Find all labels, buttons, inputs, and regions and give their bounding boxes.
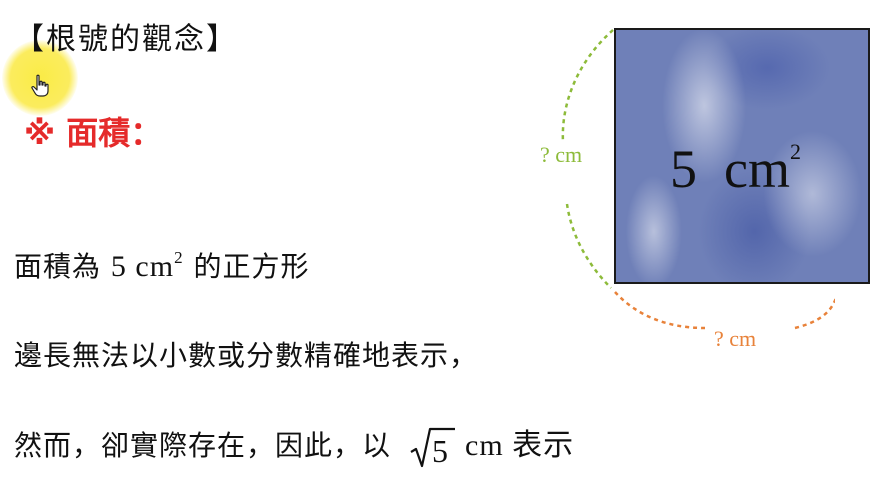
square-area-label: 5 cm2 (670, 138, 801, 200)
square-figure (614, 28, 870, 284)
left-arc-bottom (565, 203, 612, 289)
bottom-arc-right (794, 296, 835, 330)
area-unit: cm (724, 139, 790, 199)
line1-value: 5 (110, 250, 127, 283)
bottom-arc-left (614, 291, 706, 330)
line1-power: 2 (174, 248, 184, 267)
sqrt-expression: 5 (409, 426, 456, 470)
line3-after: cm 表示 (465, 429, 575, 462)
left-side-label: ? cm (540, 142, 583, 167)
text-line-sqrt: 然而，卻實際存在，因此，以 5 cm 表示 (14, 420, 574, 470)
sqrt-radicand: 5 (432, 433, 449, 469)
line1-after: 的正方形 (183, 250, 310, 283)
area-value: 5 (670, 139, 697, 199)
line3-before: 然而，卻實際存在，因此，以 (14, 429, 392, 462)
text-line-area: 面積為 5 cm2 的正方形 (14, 245, 309, 285)
line1-unit: cm (126, 250, 175, 283)
sqrt-symbol-icon: 5 (410, 427, 456, 469)
slide-title: 【根號的觀念】 (14, 22, 238, 57)
line1-before: 面積為 (14, 250, 111, 283)
bottom-side-label: ? cm (714, 326, 757, 351)
section-heading: ※ 面積： (24, 114, 163, 152)
text-line-decimal: 邊長無法以小數或分數精確地表示， (14, 339, 479, 372)
cursor-highlight (2, 40, 78, 116)
area-power: 2 (789, 139, 801, 164)
side-arcs (561, 29, 835, 330)
left-arc-top (561, 29, 614, 143)
hand-pointer-icon (31, 74, 49, 97)
